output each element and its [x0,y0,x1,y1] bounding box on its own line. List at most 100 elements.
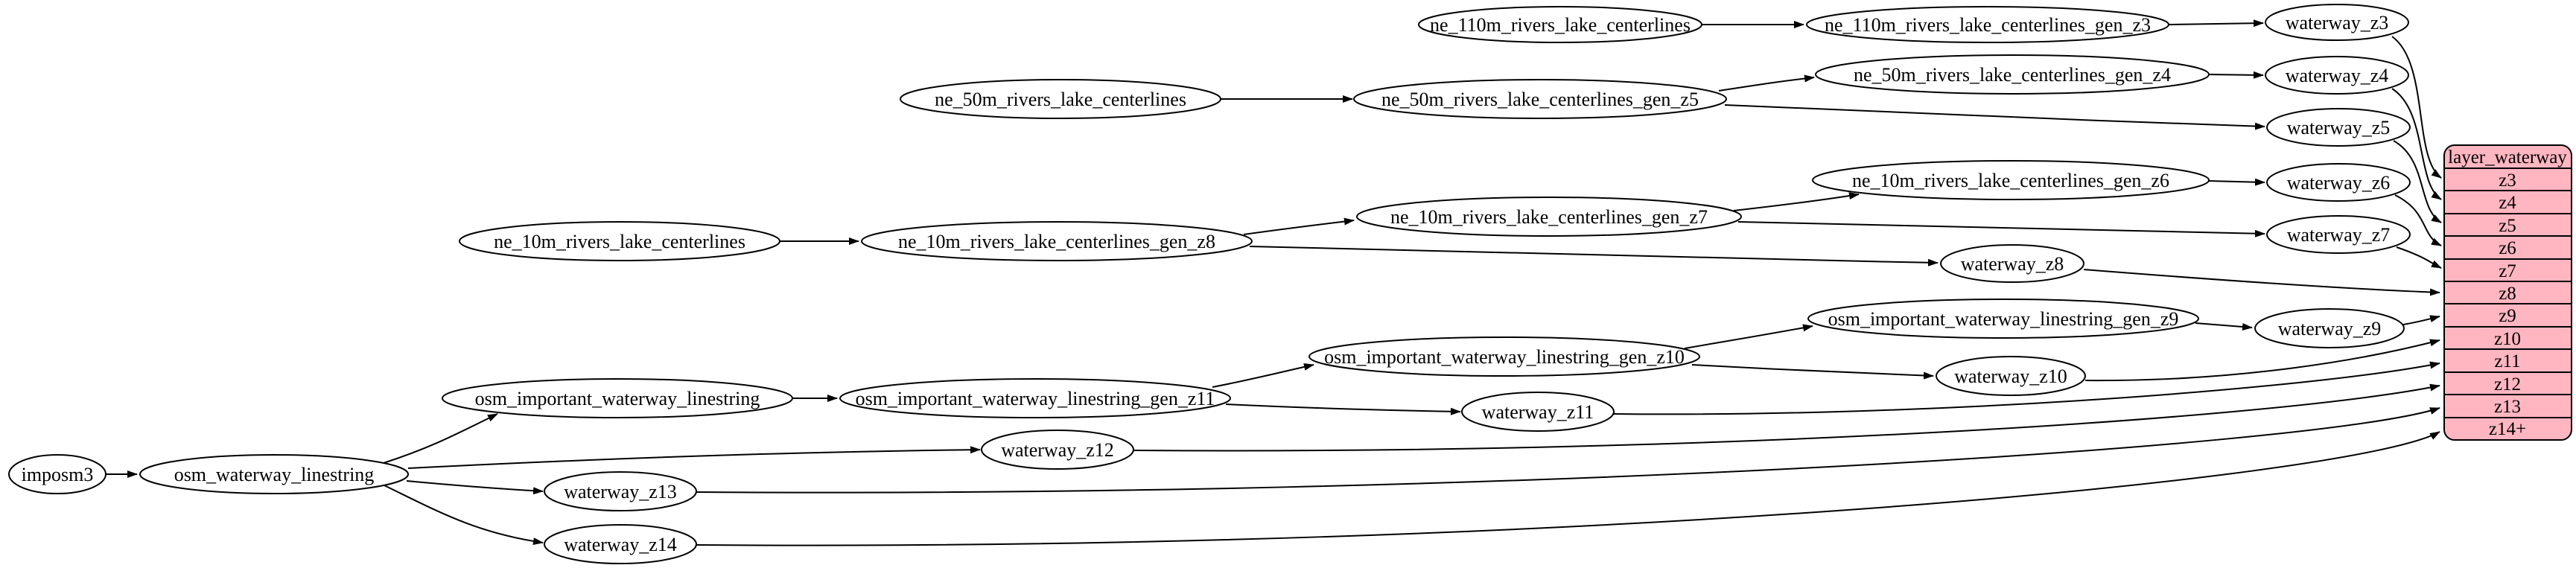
edge-waterway_z11-to-row-z11 [1612,361,2440,415]
record-row-z7: z7 [2499,261,2516,281]
node-label: ne_50m_rivers_lake_centerlines [935,89,1186,110]
edge-waterway_z8-to-row-z8 [2083,269,2440,296]
record-row-z13: z13 [2494,397,2521,417]
node-ellipse [1353,79,1727,119]
edge-gen_z7-to-gen_z6 [1733,192,1860,211]
node-label: osm_important_waterway_linestring_gen_z1… [856,388,1215,409]
edge-waterway_z6-to-row-z6 [2394,194,2442,246]
node-waterway_z4: waterway_z4 [2265,56,2409,95]
node-ellipse [981,430,1134,470]
edge-waterway_z13-to-row-z13 [694,407,2440,494]
edge-gen_z8-to-gen_z7 [1243,217,1355,235]
node-waterway_z7: waterway_z7 [2266,215,2411,254]
node-ne_50m_rivers_lake_centerlines: ne_50m_rivers_lake_centerlines [900,79,1221,119]
record-row-z9: z9 [2499,306,2516,326]
node-waterway_z9: waterway_z9 [2254,308,2405,348]
node-label: waterway_z6 [2287,172,2391,194]
node-osm_important_waterway_linestring_gen_z10: osm_important_waterway_linestring_gen_z1… [1308,336,1700,377]
node-label: ne_110m_rivers_lake_centerlines [1430,14,1691,36]
edge-osm_waterway_linestring-to-waterway_z14 [384,485,544,546]
node-ellipse [1815,54,2210,95]
node-ne_50m_rivers_lake_centerlines_gen_z5: ne_50m_rivers_lake_centerlines_gen_z5 [1353,79,1727,119]
node-ellipse [1812,160,2210,200]
node-ellipse [1807,299,2199,339]
edge-gen_z6-to-waterway_z6 [2208,178,2265,186]
node-label: waterway_z13 [564,481,677,502]
edge-waterway_z5-to-row-z5 [2393,140,2442,223]
node-osm_important_waterway_linestring_gen_z11: osm_important_waterway_linestring_gen_z1… [839,378,1231,418]
layer-waterway-box [2443,144,2572,441]
node-osm_waterway_linestring: osm_waterway_linestring [139,454,409,494]
node-label: waterway_z7 [2287,224,2391,246]
node-label: waterway_z11 [1482,401,1594,423]
record-row-z8: z8 [2499,284,2516,304]
node-waterway_z10: waterway_z10 [1936,356,2086,396]
node-ellipse [2265,4,2409,41]
edge-waterway_z4-to-row-z4 [2391,88,2442,200]
edge-gen_z11-to-gen_z10 [1212,363,1314,388]
edges [106,19,2442,546]
node-waterway_z13: waterway_z13 [544,471,697,511]
node-ellipse [1461,392,1615,432]
node-ellipse [8,454,106,494]
edge-gen_z11-to-waterway_z11 [1225,403,1461,415]
node-osm_important_waterway_linestring_gen_z9: osm_important_waterway_linestring_gen_z9 [1807,299,2199,339]
record-title: layer_waterway [2448,147,2567,167]
edge-gen_z5-to-gen_z4 [1718,74,1815,92]
node-waterway_z3: waterway_z3 [2265,4,2409,41]
node-ellipse [2266,163,2411,202]
edge-waterway_z12-to-row-z12 [1131,383,2440,452]
node-waterway_z8: waterway_z8 [1940,244,2084,283]
node-ellipse [2254,308,2405,348]
record-row-z6: z6 [2499,238,2516,258]
record-row-z10: z10 [2494,329,2521,349]
node-label: waterway_z8 [1961,253,2064,275]
record-row-z4: z4 [2499,193,2516,213]
node-ellipse [459,221,780,261]
node-label: ne_10m_rivers_lake_centerlines_gen_z6 [1852,170,2169,191]
edge-gen_z4-to-waterway_z4 [2208,71,2264,79]
node-ellipse [1940,244,2084,283]
node-waterway_z6: waterway_z6 [2266,163,2411,202]
edge-waterway_z3-to-row-z3 [2391,36,2442,179]
edge-waterway_z7-to-row-z7 [2396,246,2442,269]
node-waterway_z11: waterway_z11 [1461,392,1615,432]
node-label: ne_10m_rivers_lake_centerlines [494,231,745,252]
node-ne_10m_rivers_lake_centerlines_gen_z8: ne_10m_rivers_lake_centerlines_gen_z8 [861,221,1253,261]
node-ellipse [839,378,1231,418]
node-imposm3: imposm3 [8,454,106,494]
node-ellipse [2266,108,2411,147]
node-layer_waterway: layer_waterway z3 z4 z5 z6 z7 z8 z9 z10 … [2443,144,2572,441]
node-ellipse [1356,197,1742,237]
node-waterway_z5: waterway_z5 [2266,108,2411,147]
edge-osm_waterway_linestring-to-osm_important_waterway_linestring [383,413,498,464]
edge-gen_z10-to-gen_z9 [1684,324,1813,349]
node-label: waterway_z14 [564,534,677,555]
node-label: imposm3 [22,464,94,485]
edge-gen_z7-to-waterway_z7 [1737,221,2265,237]
node-label: ne_10m_rivers_lake_centerlines_gen_z7 [1390,206,1708,228]
edge-osm_waterway_linestring-to-waterway_z12 [407,446,981,469]
record-row-z5: z5 [2499,216,2516,236]
node-label: ne_50m_rivers_lake_centerlines_gen_z4 [1854,64,2171,86]
node-ne_50m_rivers_lake_centerlines_gen_z4: ne_50m_rivers_lake_centerlines_gen_z4 [1815,54,2210,95]
record-row-z14plus: z14+ [2489,419,2526,439]
record-row-z3: z3 [2499,170,2516,191]
node-label: waterway_z3 [2286,12,2389,33]
edge-waterway_z9-to-row-z9 [2402,315,2440,325]
node-ellipse [139,454,409,494]
node-ellipse [2266,215,2411,254]
edge-gen_z10-to-waterway_z10 [1691,364,1934,380]
node-ellipse [1308,336,1700,377]
node-label: waterway_z4 [2286,65,2389,86]
node-ellipse [2265,56,2409,95]
node-ellipse [861,221,1253,261]
node-ellipse [1936,356,2086,396]
edge-osm_waterway_linestring-to-waterway_z13 [406,480,544,495]
edge-waterway_z14-to-row-z14 [694,431,2440,546]
record-row-z12: z12 [2494,374,2521,395]
node-ellipse [1806,6,2169,43]
node-ne_10m_rivers_lake_centerlines: ne_10m_rivers_lake_centerlines [459,221,780,261]
node-label: ne_110m_rivers_lake_centerlines_gen_z3 [1825,14,2151,36]
node-ellipse [1418,6,1702,43]
